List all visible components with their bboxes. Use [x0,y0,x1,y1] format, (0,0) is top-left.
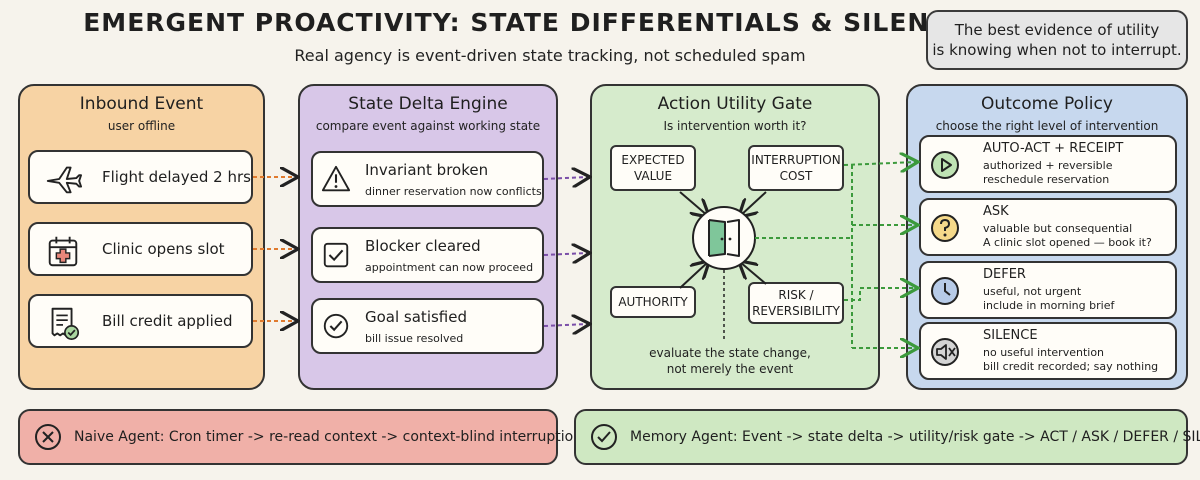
memory-agent-bar: Memory Agent: Event -> state delta -> ut… [574,409,1200,465]
gate-caption-line-2: not merely the event [666,362,794,376]
utility-note-line-1: The best evidence of utility [954,21,1160,39]
outcome-label: SILENCE [983,328,1038,343]
engine-subtitle: compare event against working state [315,119,541,133]
utility-note: The best evidence of utility is knowing … [926,10,1188,70]
clock-icon [931,277,959,305]
event-label: Bill credit applied [102,312,233,330]
outcome-desc: authorized + reversible [983,159,1113,172]
delta-desc: dinner reservation now conflicts [365,185,542,198]
x-circle-icon [35,424,61,450]
utility-note-line-2: is knowing when not to interrupt. [932,41,1182,59]
page-title: EMERGENT PROACTIVITY: STATE DIFFERENTIAL… [83,8,967,37]
interruption-cost-box: INTERRUPTION COST [748,145,844,191]
expected-value-box: EXPECTED VALUE [610,145,696,191]
delta-label: Invariant broken [365,161,489,179]
inbound-title: Inbound Event [79,94,204,114]
outcome-label: AUTO-ACT + RECEIPT [983,141,1124,156]
outcome-example: include in morning brief [983,299,1115,312]
delta-card-goal: Goal satisfied bill issue resolved [311,298,544,354]
authority-box: AUTHORITY [610,286,696,318]
delta-label: Goal satisfied [365,308,467,326]
check-circle-icon [323,313,349,339]
check-circle-icon [591,424,617,450]
outcome-example: bill credit recorded; say nothing [983,360,1159,373]
outcome-desc: valuable but consequential [983,222,1133,235]
outcome-subtitle: choose the right level of intervention [935,119,1159,133]
outcome-label: ASK [983,204,1009,219]
naive-agent-bar: Naive Agent: Cron timer -> re-read conte… [18,409,582,465]
event-label: Clinic opens slot [102,240,225,258]
naive-agent-text: Naive Agent: Cron timer -> re-read conte… [74,429,583,445]
event-card-clinic: Clinic opens slot [28,222,253,276]
airplane-icon [46,166,82,194]
question-icon [931,214,959,242]
inbound-subtitle: user offline [107,119,176,133]
outcome-desc: useful, not urgent [983,285,1082,298]
warning-icon [321,165,351,192]
page-subtitle: Real agency is event-driven state tracki… [294,46,806,65]
calendar-plus-icon [48,236,78,267]
outcome-card-silence: SILENCE no useful intervention bill cred… [919,322,1177,380]
outcome-card-ask: ASK valuable but consequential A clinic … [919,198,1177,256]
memory-agent-text: Memory Agent: Event -> state delta -> ut… [630,429,1200,445]
interruption-cost-line-2: COST [779,169,813,183]
gate-subtitle: Is intervention worth it? [663,119,807,133]
event-card-bill: Bill credit applied [28,294,253,348]
mute-icon [931,338,959,366]
event-card-flight: Flight delayed 2 hrs [28,150,253,204]
gate-caption: evaluate the state change, not merely th… [620,345,840,377]
outcome-card-auto-act: AUTO-ACT + RECEIPT authorized + reversib… [919,135,1177,193]
expected-value-line-1: EXPECTED [621,153,685,167]
outcome-desc: no useful intervention [983,346,1105,359]
event-label: Flight delayed 2 hrs [102,168,251,186]
play-icon [931,151,959,179]
interruption-cost-line-1: INTERRUPTION [751,153,841,167]
delta-desc: appointment can now proceed [365,261,534,274]
outcome-title: Outcome Policy [981,94,1113,114]
engine-title: State Delta Engine [348,94,508,114]
delta-desc: bill issue resolved [365,332,464,345]
risk-line-1: RISK / [778,288,814,302]
receipt-check-icon [51,307,80,341]
risk-reversibility-box: RISK / REVERSIBILITY [748,282,844,324]
delta-card-blocker: Blocker cleared appointment can now proc… [311,227,544,283]
authority-label: AUTHORITY [618,295,688,309]
checkbox-icon [323,242,349,268]
outcome-example: A clinic slot opened — book it? [983,236,1152,249]
risk-line-2: REVERSIBILITY [752,304,840,318]
expected-value-line-2: VALUE [633,169,673,183]
gate-caption-line-1: evaluate the state change, [649,346,811,360]
delta-card-invariant: Invariant broken dinner reservation now … [311,151,544,207]
delta-label: Blocker cleared [365,237,481,255]
outcome-example: reschedule reservation [983,173,1110,186]
gate-title: Action Utility Gate [657,94,813,114]
outcome-card-defer: DEFER useful, not urgent include in morn… [919,261,1177,319]
outcome-label: DEFER [983,267,1026,282]
